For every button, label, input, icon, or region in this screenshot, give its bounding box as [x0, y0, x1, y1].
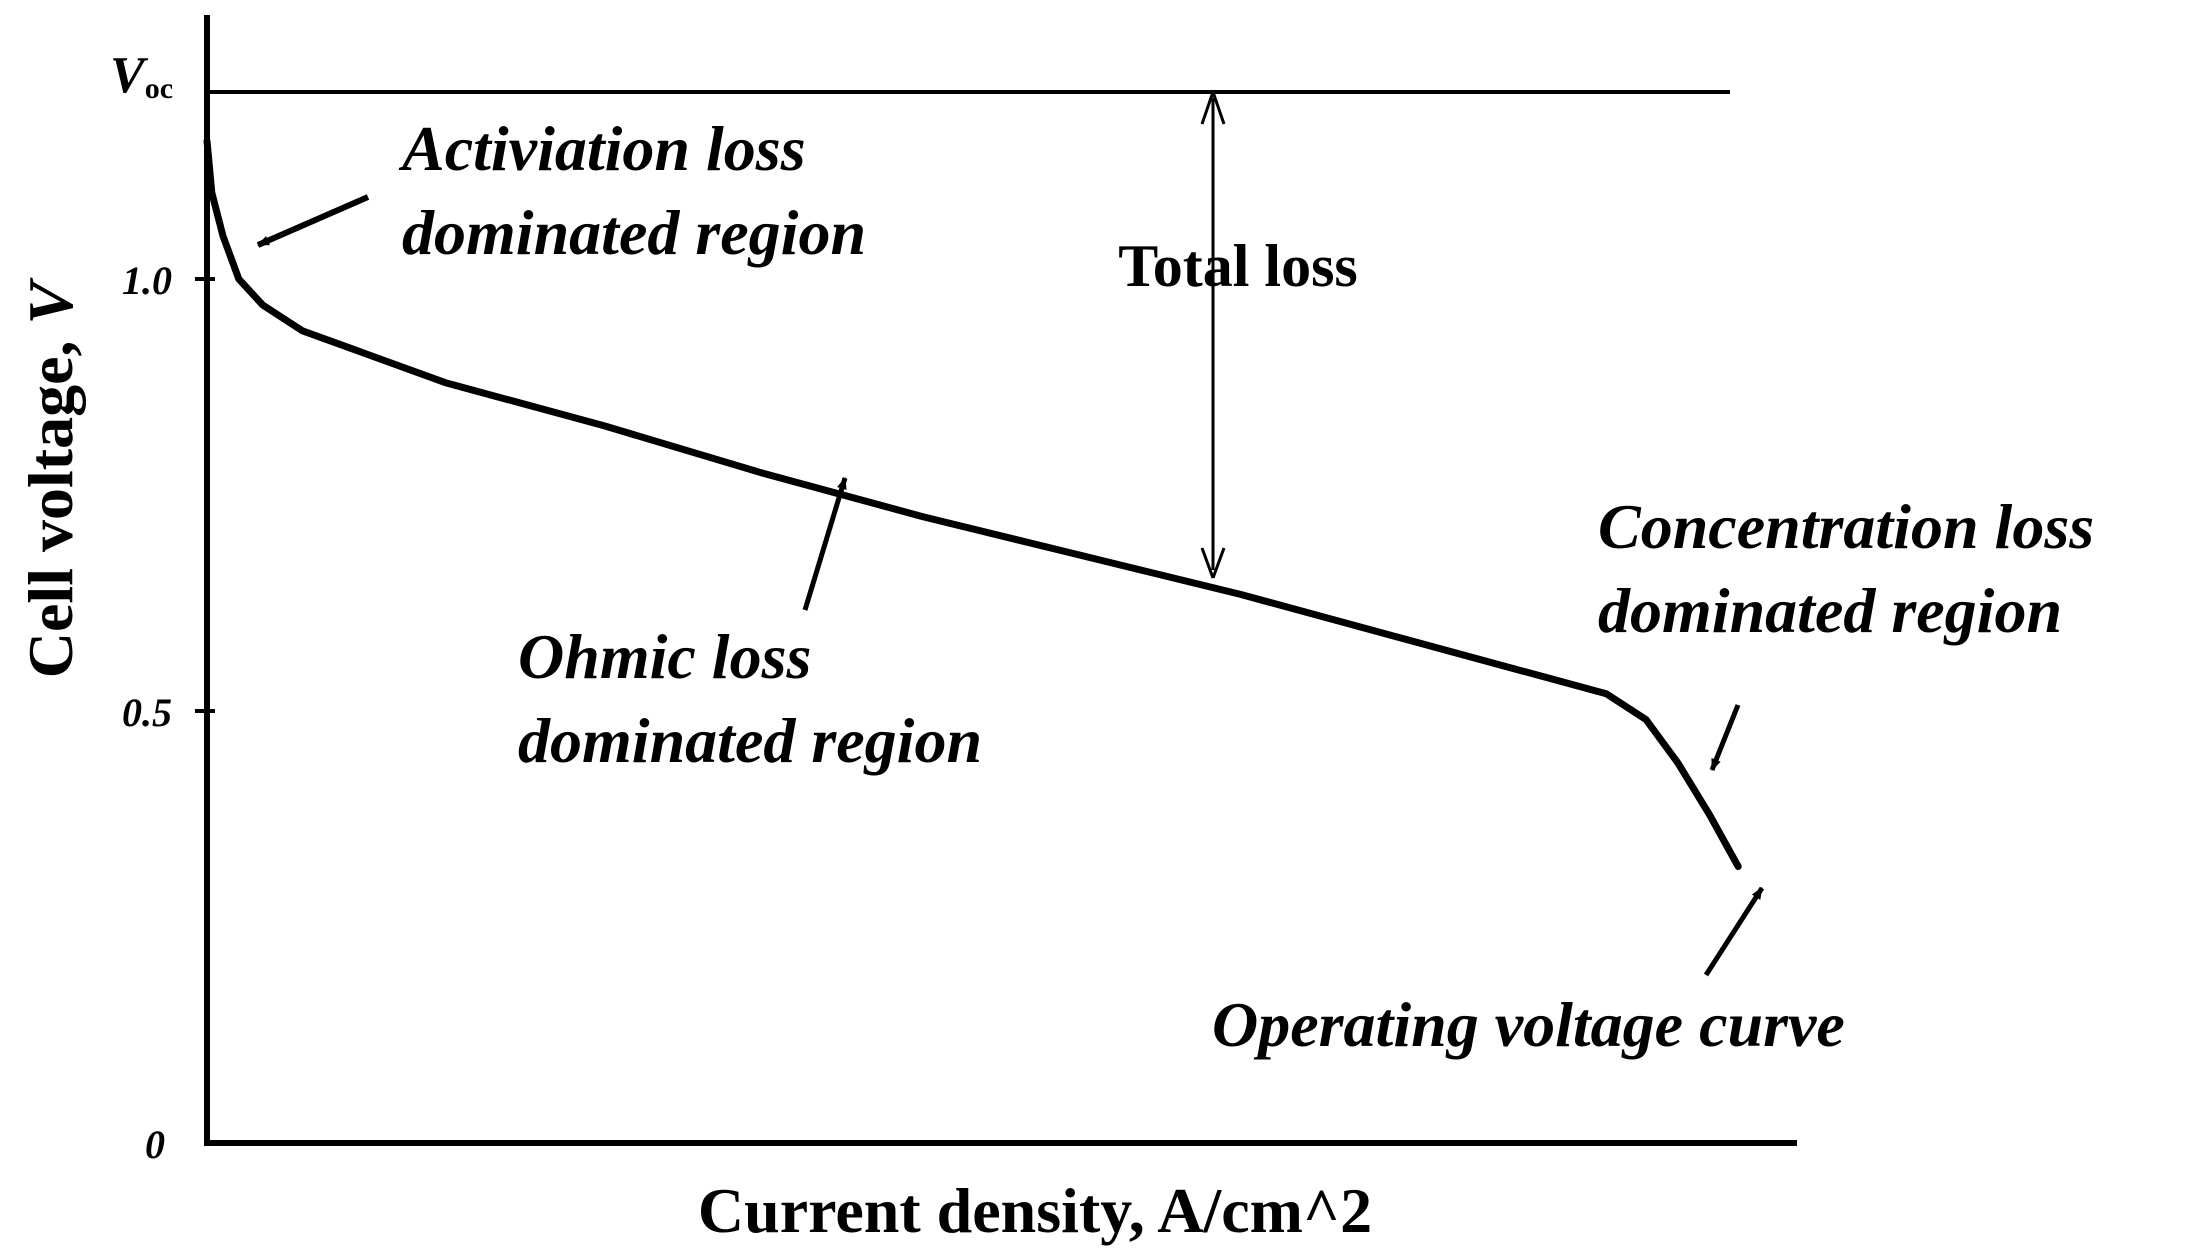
y-axis-title: Cell voltage, V	[15, 277, 86, 679]
operating-voltage-curve	[203, 137, 1742, 870]
y-tick-label-0.5: 0.5	[122, 690, 172, 735]
voc-label-sub: oc	[145, 72, 173, 105]
y-tick-label-0: 0	[145, 1122, 165, 1167]
x-axis-title: Current density, A/cm^2	[698, 1175, 1372, 1246]
y-tick-label-1: 1.0	[122, 258, 172, 303]
total-loss-label: Total loss	[1118, 233, 1358, 299]
y-axis-title-main: Cell voltage,	[15, 325, 86, 679]
concentration-arrow	[1709, 704, 1741, 771]
voc-label-main: V	[110, 47, 149, 104]
ohmic-arrow	[802, 477, 848, 611]
activation-arrow	[256, 194, 370, 248]
activation-label: Activiation loss dominated region	[398, 113, 866, 268]
concentration-label-line2: dominated region	[1598, 575, 2062, 646]
ohmic-label-line2: dominated region	[518, 705, 982, 776]
operating-label: Operating voltage curve	[1212, 989, 1845, 1060]
concentration-label: Concentration loss dominated region	[1598, 491, 2110, 646]
voc-label: Voc	[110, 47, 173, 105]
total-loss-arrowhead-top	[1200, 91, 1226, 125]
total-loss-arrowhead-bottom	[1200, 547, 1226, 579]
operating-arrow	[1703, 886, 1765, 977]
ohmic-label: Ohmic loss dominated region	[518, 621, 982, 776]
ohmic-label-line1: Ohmic loss	[518, 621, 811, 692]
concentration-label-line1: Concentration loss	[1598, 491, 2094, 562]
y-axis-title-italic: V	[15, 277, 86, 325]
activation-label-line2: dominated region	[402, 197, 866, 268]
activation-label-line1: Activiation loss	[398, 113, 806, 184]
